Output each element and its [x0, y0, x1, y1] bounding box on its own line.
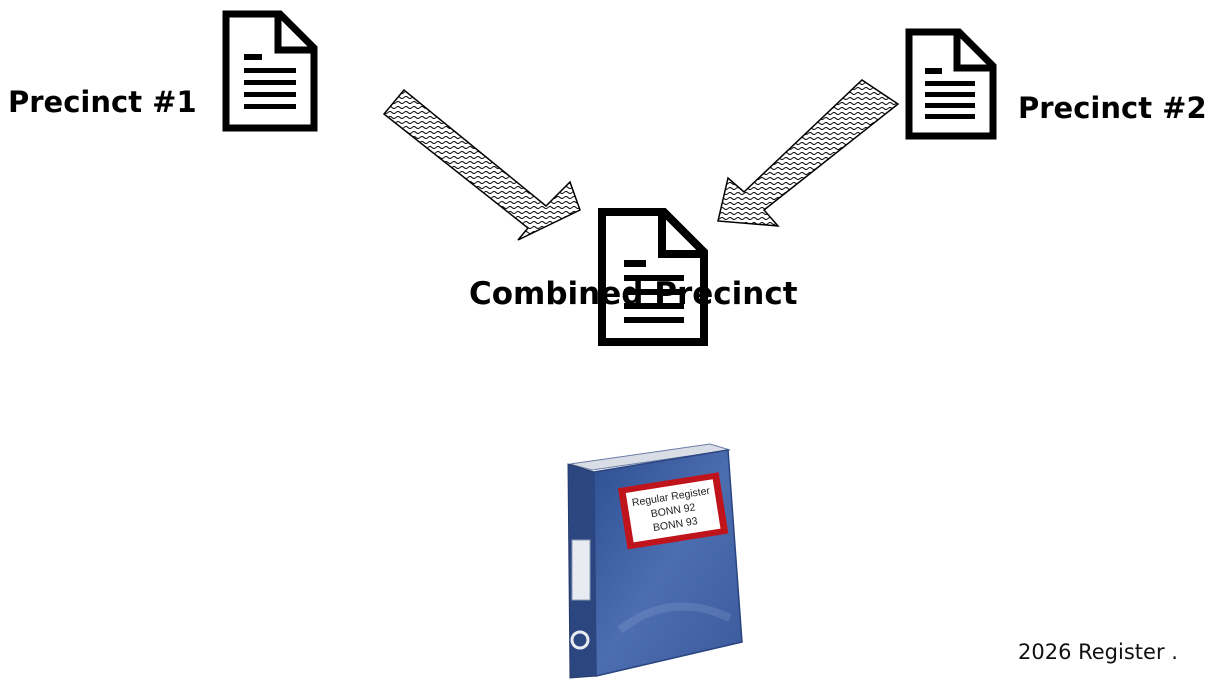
arrow-icon — [717, 79, 900, 227]
precinct-2-label: Precinct #2 — [1018, 91, 1207, 125]
document-icon — [598, 208, 708, 346]
arrow-icon — [382, 88, 581, 241]
footer-text: 2026 Register . — [1018, 640, 1178, 664]
binder-icon: Regular Register BONN 92 BONN 93 — [567, 443, 743, 679]
document-icon — [222, 10, 318, 132]
combined-precinct-label: Combined Precinct — [469, 276, 798, 312]
document-icon — [905, 28, 997, 140]
precinct-1-label: Precinct #1 — [8, 85, 197, 119]
